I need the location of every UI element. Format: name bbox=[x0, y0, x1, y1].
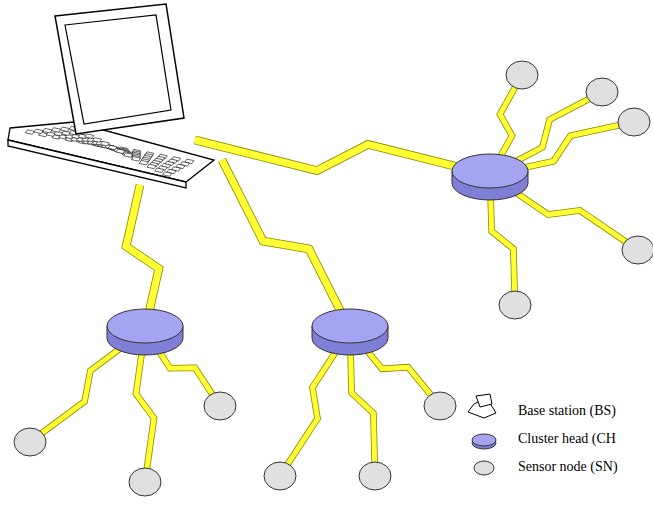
laptop-keys bbox=[25, 126, 194, 176]
laptop-key bbox=[52, 128, 61, 133]
sensor-node bbox=[622, 236, 653, 264]
sensor-node bbox=[359, 462, 391, 490]
sensor-node bbox=[264, 462, 296, 490]
laptop-key bbox=[34, 129, 43, 134]
cluster-head-top bbox=[312, 309, 388, 343]
cluster-head bbox=[107, 309, 183, 355]
legend-cluster-head-top bbox=[472, 434, 496, 446]
laptop-key bbox=[43, 128, 52, 133]
laptop-key bbox=[147, 164, 156, 169]
laptop-base-edge bbox=[8, 140, 186, 188]
sensor-node bbox=[14, 428, 46, 456]
laptop-screen-frame bbox=[55, 4, 184, 134]
sensor-nodes bbox=[14, 61, 653, 496]
laptop-key bbox=[25, 130, 34, 135]
laptop-key bbox=[85, 134, 94, 139]
legend-laptop-screen bbox=[476, 394, 492, 407]
legend-label: Sensor node (SN) bbox=[518, 459, 618, 475]
legend-label: Base station (BS) bbox=[518, 403, 616, 419]
legend-sensor-icon bbox=[474, 461, 494, 475]
laptop-screen bbox=[65, 15, 171, 124]
cluster-head-top bbox=[107, 309, 183, 343]
laptop-key bbox=[116, 149, 125, 154]
cluster-head bbox=[452, 154, 528, 200]
wireless-link bbox=[195, 140, 490, 175]
laptop-key bbox=[131, 157, 140, 162]
sensor-node bbox=[424, 392, 456, 420]
laptop-key bbox=[155, 168, 164, 173]
sensor-node bbox=[499, 291, 531, 319]
laptop-key bbox=[124, 153, 133, 158]
legend-icons bbox=[468, 394, 496, 475]
legend-label: Cluster head (CH bbox=[518, 431, 616, 447]
wireless-link bbox=[126, 185, 159, 330]
sensor-node bbox=[129, 468, 161, 496]
laptop-key bbox=[60, 127, 69, 132]
sensor-node bbox=[506, 61, 538, 89]
base-station-laptop bbox=[8, 4, 214, 188]
sensor-node bbox=[618, 108, 650, 136]
cluster-head-top bbox=[452, 154, 528, 188]
laptop-key bbox=[108, 145, 117, 150]
sensor-node bbox=[204, 392, 236, 420]
cluster-head bbox=[312, 309, 388, 355]
cluster-heads bbox=[107, 154, 528, 355]
link-outline bbox=[195, 140, 490, 175]
wireless-link bbox=[222, 160, 350, 330]
laptop-key bbox=[163, 172, 172, 177]
laptop-key bbox=[139, 160, 148, 165]
link-outline bbox=[222, 160, 350, 330]
link-outline bbox=[126, 185, 159, 330]
laptop-key bbox=[100, 141, 109, 146]
sensor-node bbox=[586, 78, 618, 106]
laptop-key bbox=[93, 138, 102, 143]
